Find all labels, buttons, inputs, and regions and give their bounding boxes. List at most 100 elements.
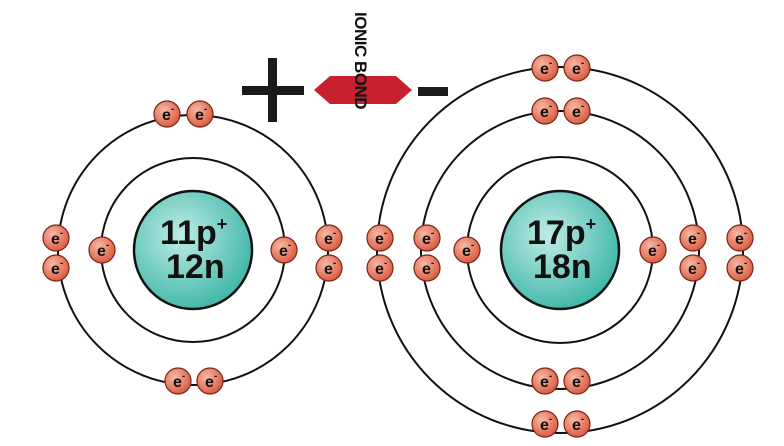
electron-label: e- (422, 228, 434, 248)
left-atom: 11p+ 12n e-e-e-e-e-e-e-e-e-e- (42, 100, 343, 395)
electron-shape (639, 236, 667, 264)
electron: e- (531, 410, 559, 438)
electron: e- (366, 224, 394, 252)
electron-shape (563, 410, 591, 438)
electron-label: e- (462, 240, 474, 260)
minus-sign-icon (418, 87, 448, 96)
electron-label: e- (540, 101, 552, 121)
electron-shape (315, 224, 343, 252)
electron-shape (88, 236, 116, 264)
electron-label: e- (205, 371, 217, 391)
electron: e- (366, 254, 394, 282)
left-protons-label: 11p+ (160, 214, 227, 252)
electron: e- (196, 367, 224, 395)
electron-shape (270, 236, 298, 264)
electron: e- (726, 254, 754, 282)
electron: e- (42, 254, 70, 282)
electron-label: e- (51, 258, 63, 278)
electron: e- (563, 54, 591, 82)
electron-shape (366, 254, 394, 282)
electron-shape (531, 54, 559, 82)
electron-shape (315, 254, 343, 282)
electron-shape (563, 367, 591, 395)
plus-sign-icon (242, 58, 304, 122)
electron: e- (531, 54, 559, 82)
electron-shape (42, 254, 70, 282)
electron-label: e- (540, 58, 552, 78)
electron-label: e- (648, 240, 660, 260)
electron-label: e- (279, 240, 291, 260)
electron-label: e- (688, 258, 700, 278)
electron: e- (413, 254, 441, 282)
electron: e- (563, 410, 591, 438)
bond-indicator: IONIC BOND (242, 12, 448, 122)
left-electrons: e-e-e-e-e-e-e-e-e-e- (42, 100, 343, 395)
electron-shape (563, 54, 591, 82)
electron-shape (413, 254, 441, 282)
electron-label: e- (375, 258, 387, 278)
electron-shape (531, 367, 559, 395)
electron-shape (453, 236, 481, 264)
electron-label: e- (735, 258, 747, 278)
electron: e- (726, 224, 754, 252)
electron: e- (531, 367, 559, 395)
electron-label: e- (572, 58, 584, 78)
electron-shape (679, 224, 707, 252)
right-neutrons-label: 18n (533, 248, 592, 286)
electron-shape (726, 254, 754, 282)
left-nucleus (132, 189, 254, 311)
right-electrons: e-e-e-e-e-e-e-e-e-e-e-e-e-e-e-e-e-e- (366, 54, 754, 438)
electron: e- (315, 224, 343, 252)
electron-shape (531, 410, 559, 438)
electron-label: e- (162, 104, 174, 124)
electron-label: e- (324, 258, 336, 278)
electron-label: e- (572, 371, 584, 391)
electron: e- (679, 224, 707, 252)
electron-label: e- (195, 104, 207, 124)
electron-shape (153, 100, 181, 128)
left-neutrons-label: 12n (166, 248, 225, 286)
electron: e- (42, 224, 70, 252)
electron: e- (679, 254, 707, 282)
electron-shape (186, 100, 214, 128)
electron-shape (679, 254, 707, 282)
right-atom: 17p+ 18n e-e-e-e-e-e-e-e-e-e-e-e-e-e-e-e… (366, 54, 754, 438)
electron-label: e- (173, 371, 185, 391)
electron: e- (153, 100, 181, 128)
electron: e- (453, 236, 481, 264)
electron-shape (42, 224, 70, 252)
electron-shape (164, 367, 192, 395)
electron: e- (563, 367, 591, 395)
electron: e- (270, 236, 298, 264)
electron-shape (366, 224, 394, 252)
electron: e- (315, 254, 343, 282)
electron-label: e- (735, 228, 747, 248)
electron-label: e- (324, 228, 336, 248)
electron-label: e- (540, 371, 552, 391)
electron-shape (196, 367, 224, 395)
right-nucleus (499, 189, 621, 311)
ionic-bond-label: IONIC BOND (351, 12, 370, 109)
electron-shape (563, 97, 591, 125)
electron-shape (531, 97, 559, 125)
electron-label: e- (572, 414, 584, 434)
electron-label: e- (422, 258, 434, 278)
electron: e- (531, 97, 559, 125)
electron: e- (563, 97, 591, 125)
double-arrow-icon (314, 76, 412, 104)
electron-label: e- (97, 240, 109, 260)
electron: e- (164, 367, 192, 395)
electron-shape (726, 224, 754, 252)
electron-label: e- (688, 228, 700, 248)
right-protons-label: 17p+ (527, 214, 596, 252)
electron-label: e- (375, 228, 387, 248)
electron: e- (186, 100, 214, 128)
electron-shape (413, 224, 441, 252)
electron-label: e- (572, 101, 584, 121)
electron: e- (639, 236, 667, 264)
electron-label: e- (540, 414, 552, 434)
electron: e- (88, 236, 116, 264)
electron: e- (413, 224, 441, 252)
electron-label: e- (51, 228, 63, 248)
